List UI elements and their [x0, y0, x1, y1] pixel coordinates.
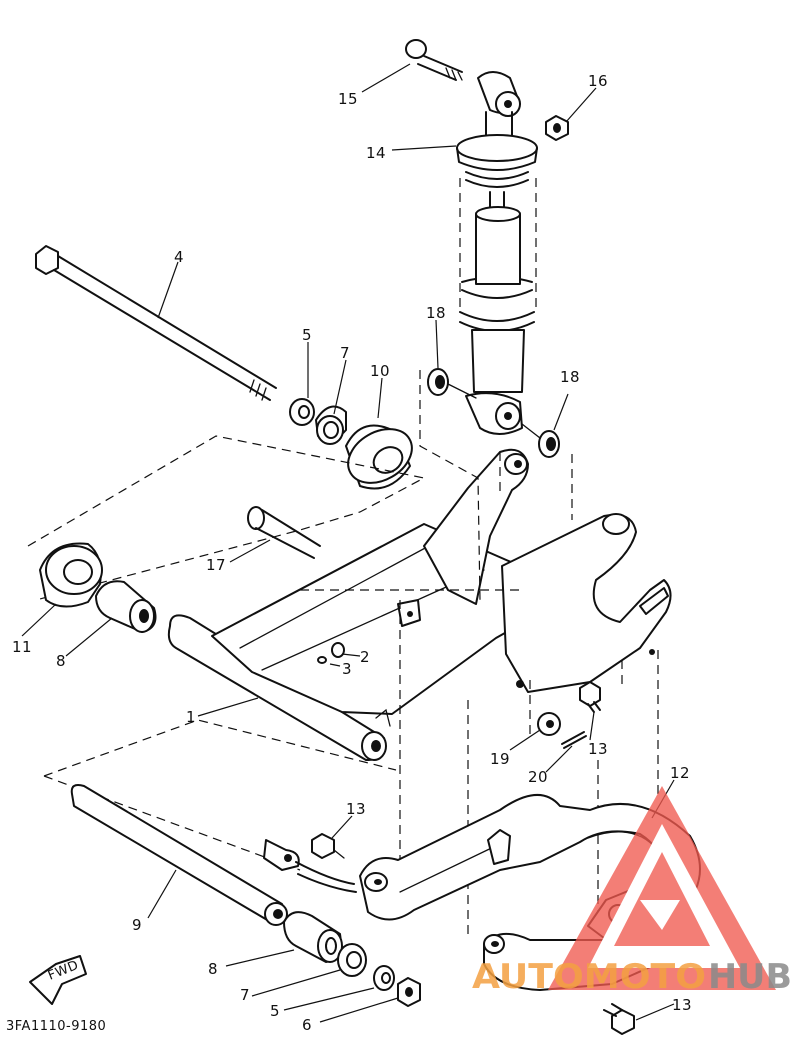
- callout-labels: 15 16 14 4 5 7 10 18 18 17 11 8 2 3 1 19…: [12, 72, 692, 1034]
- bushing-left-large: [39, 542, 103, 608]
- callout-13-lower: 13: [672, 996, 692, 1014]
- watermark-text-part2: HUB: [708, 957, 792, 997]
- collar-upper: [345, 424, 413, 490]
- watermark-text-part1: AUTOMOTO: [472, 957, 706, 997]
- callout-1: 1: [186, 708, 196, 726]
- washer-lower: [373, 965, 395, 991]
- bolt-13-upper: [579, 681, 601, 713]
- collar-tube: [70, 784, 288, 926]
- rear-shock-absorber: [405, 39, 569, 458]
- bolt-13-middle: [311, 833, 345, 859]
- callout-20: 20: [528, 768, 548, 786]
- callout-13-middle: 13: [346, 800, 366, 818]
- callout-18-left: 18: [426, 304, 446, 322]
- callout-10: 10: [370, 362, 390, 380]
- shock-lower-eye: [465, 392, 523, 435]
- nut-lower: [397, 977, 421, 1007]
- bolt-13-lower: [603, 1003, 635, 1035]
- callout-12: 12: [670, 764, 690, 782]
- callout-15: 15: [338, 90, 358, 108]
- callout-14: 14: [366, 144, 386, 162]
- washer-upper: [289, 398, 315, 426]
- alignment-lines: [300, 370, 659, 940]
- shock-washer-left: [427, 368, 449, 396]
- shock-upper-nut: [545, 115, 569, 141]
- callout-7-upper: 7: [340, 344, 350, 362]
- drawing-code: 3FA1110-9180: [6, 1019, 106, 1034]
- callout-18-right: 18: [560, 368, 580, 386]
- callout-16: 16: [588, 72, 608, 90]
- cotter-pin: [561, 731, 587, 749]
- callout-6: 6: [302, 1016, 312, 1034]
- callout-2: 2: [360, 648, 370, 666]
- link-plate: [263, 839, 357, 893]
- shock-upper-eye: [477, 71, 521, 117]
- callout-3: 3: [342, 660, 352, 678]
- callout-9: 9: [132, 916, 142, 934]
- bushing-left-small: [95, 580, 157, 633]
- axle-bolt: [247, 506, 321, 559]
- bearing-upper: [315, 405, 347, 445]
- callout-8-lower: 8: [208, 960, 218, 978]
- pivot-shaft: [35, 245, 277, 401]
- callout-7-lower: 7: [240, 986, 250, 1004]
- swingarm: [167, 448, 672, 761]
- shock-upper-bolt: [405, 39, 463, 81]
- bearing-lower: [337, 943, 367, 977]
- callout-11: 11: [12, 638, 32, 656]
- callout-13-upper: 13: [588, 740, 608, 758]
- callout-4: 4: [174, 248, 184, 266]
- callout-5-upper: 5: [302, 326, 312, 344]
- callout-5-lower: 5: [270, 1002, 280, 1020]
- shock-washer-right: [538, 430, 560, 458]
- callout-19: 19: [490, 750, 510, 768]
- callout-8-upper: 8: [56, 652, 66, 670]
- watermark-logo: [548, 786, 776, 990]
- leader-lines: [21, 63, 675, 1023]
- forward-direction-arrow: FWD: [29, 955, 87, 1005]
- bushing-lower: [283, 911, 343, 963]
- callout-17: 17: [206, 556, 226, 574]
- assembly-guide-upper: [27, 435, 426, 601]
- washer-19: [537, 712, 561, 736]
